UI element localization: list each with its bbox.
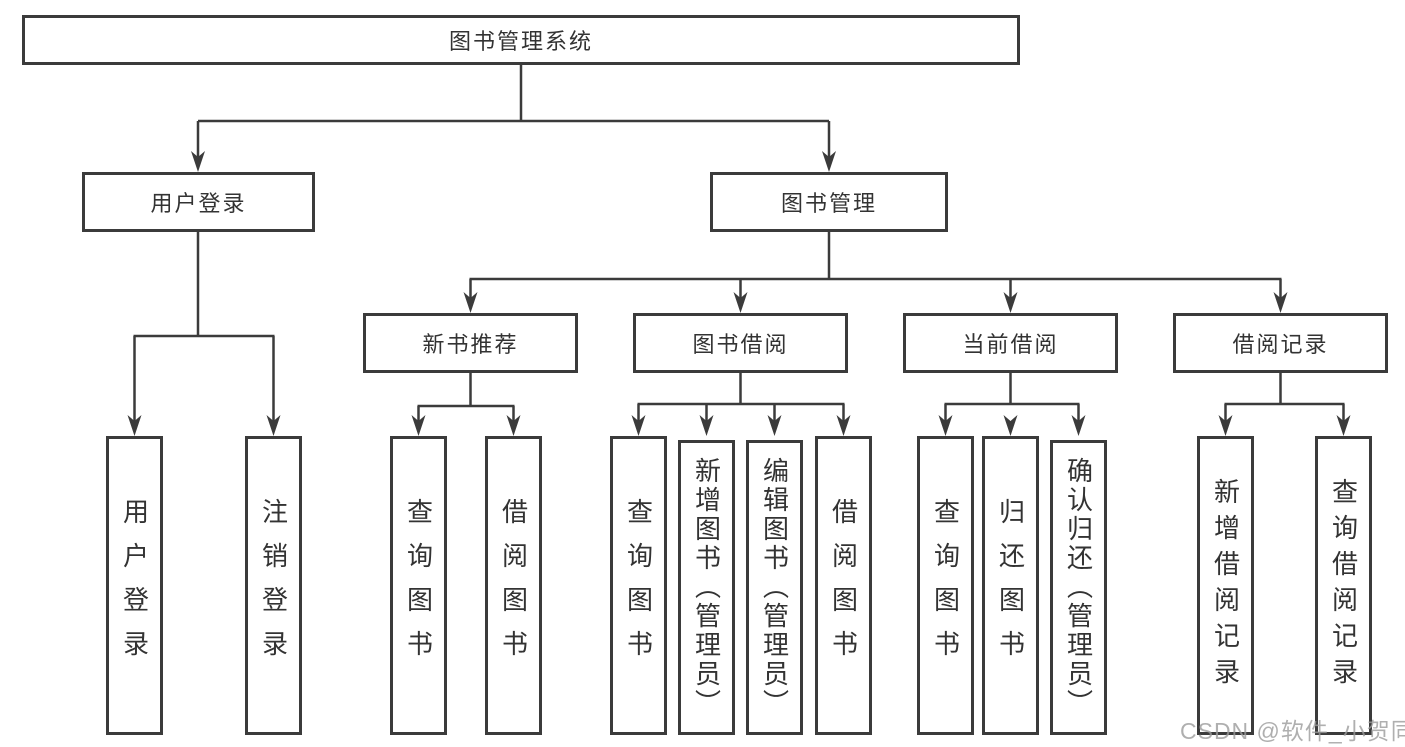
- leaf-return-books: 归还图书: [982, 436, 1039, 735]
- leaf-borrow-books-recommend: 借阅图书: [485, 436, 542, 735]
- node-new-book-recommendation: 新书推荐: [363, 313, 578, 373]
- watermark: CSDN @软件_小贺同学: [1180, 718, 1405, 744]
- node-root: 图书管理系统: [22, 15, 1020, 65]
- leaf-add-borrow-record: 新增借阅记录: [1197, 436, 1254, 735]
- leaf-user-login: 用户登录: [106, 436, 163, 735]
- leaf-query-books-recommend: 查询图书: [390, 436, 447, 735]
- node-book-borrowing: 图书借阅: [633, 313, 848, 373]
- leaf-edit-book-admin: 编辑图书（管理员）: [746, 440, 803, 735]
- leaf-query-books-current: 查询图书: [917, 436, 974, 735]
- leaf-confirm-return-admin: 确认归还（管理员）: [1050, 440, 1107, 735]
- leaf-logout: 注销登录: [245, 436, 302, 735]
- node-user-login: 用户登录: [82, 172, 315, 232]
- node-borrowing-records: 借阅记录: [1173, 313, 1388, 373]
- leaf-query-borrow-record: 查询借阅记录: [1315, 436, 1372, 735]
- leaf-query-books-borrow: 查询图书: [610, 436, 667, 735]
- leaf-borrow-books: 借阅图书: [815, 436, 872, 735]
- node-book-management: 图书管理: [710, 172, 948, 232]
- node-current-borrowing: 当前借阅: [903, 313, 1118, 373]
- leaf-add-book-admin: 新增图书（管理员）: [678, 440, 735, 735]
